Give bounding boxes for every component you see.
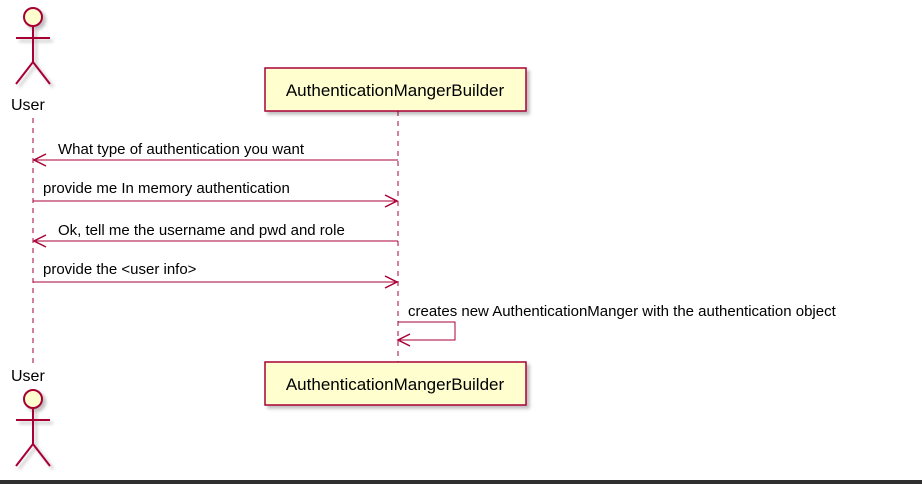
user-actor-bottom bbox=[15, 389, 51, 467]
message-2-label: provide me In memory authentication bbox=[43, 180, 290, 197]
builder-label-top: AuthenticationMangerBuilder bbox=[286, 81, 505, 100]
message-2-arrowhead bbox=[384, 194, 399, 208]
builder-label-bottom: AuthenticationMangerBuilder bbox=[286, 375, 505, 394]
message-5-label: creates new AuthenticationManger with th… bbox=[408, 303, 837, 320]
message-3-label: Ok, tell me the username and pwd and rol… bbox=[58, 222, 345, 239]
user-label-top: User bbox=[11, 97, 45, 114]
builder-box-top bbox=[264, 67, 527, 112]
user-label-bottom: User bbox=[11, 368, 45, 385]
message-3-arrowhead bbox=[32, 234, 47, 248]
actor-head bbox=[23, 389, 43, 409]
message-1-arrowhead bbox=[32, 153, 47, 167]
message-5-arrowhead bbox=[396, 333, 411, 347]
actor-left-leg bbox=[15, 443, 34, 467]
message-5-arrow bbox=[398, 321, 456, 341]
message-4-arrowhead bbox=[384, 275, 399, 289]
message-1-label: What type of authentication you want bbox=[58, 141, 305, 158]
user-actor-top bbox=[15, 7, 51, 85]
actor-right-leg bbox=[32, 443, 51, 467]
actor-head bbox=[23, 7, 43, 27]
actor-left-leg bbox=[15, 61, 34, 85]
window-bottom-border bbox=[0, 480, 922, 484]
actor-right-leg bbox=[32, 61, 51, 85]
builder-box-bottom bbox=[264, 361, 527, 406]
message-4-label: provide the <user info> bbox=[43, 261, 197, 278]
